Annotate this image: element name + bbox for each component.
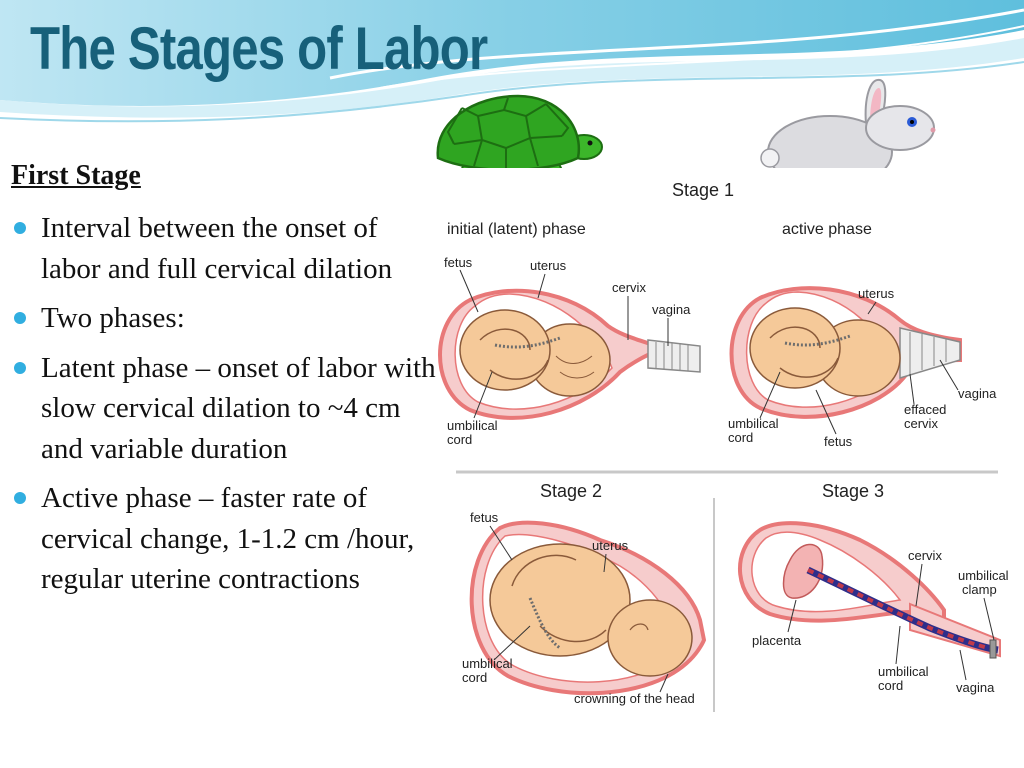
label-uterus: uterus bbox=[530, 258, 567, 273]
latent-phase-label: initial (latent) phase bbox=[447, 221, 586, 238]
bullet-list: Interval between the onset of labor and … bbox=[12, 208, 442, 609]
bullet-dot-icon bbox=[14, 492, 26, 504]
stage2-illustration bbox=[469, 520, 707, 696]
label-cervix: cervix bbox=[612, 280, 646, 295]
label-umbilical: umbilical bbox=[958, 568, 1009, 583]
header-wave bbox=[0, 0, 1024, 123]
bullet-dot-icon bbox=[14, 222, 26, 234]
labor-stages-figure: Stage 1 initial (latent) phase active ph… bbox=[438, 168, 1018, 713]
label-clamp: clamp bbox=[962, 582, 997, 597]
label-uterus: uterus bbox=[858, 286, 895, 301]
label-vagina: vagina bbox=[956, 680, 995, 695]
label-cord: cord bbox=[447, 432, 472, 447]
bullet-text: Latent phase – onset of labor with slow … bbox=[41, 351, 436, 465]
subheading-first-stage: First Stage bbox=[11, 160, 141, 191]
label-vagina: vagina bbox=[958, 386, 997, 401]
active-phase-label: active phase bbox=[782, 221, 872, 238]
bullet-dot-icon bbox=[14, 361, 26, 374]
bullet-item: Interval between the onset of labor and … bbox=[12, 208, 442, 289]
label-cord: cord bbox=[728, 430, 753, 445]
label-cervix: cervix bbox=[908, 548, 942, 563]
label-effaced: effaced bbox=[904, 402, 946, 417]
label-fetus: fetus bbox=[824, 434, 853, 449]
label-vagina: vagina bbox=[652, 302, 691, 317]
label-umbilical: umbilical bbox=[728, 416, 779, 431]
bullet-text: Active phase – faster rate of cervical c… bbox=[41, 482, 415, 595]
bullet-dot-icon bbox=[14, 312, 26, 324]
bullet-text: Two phases: bbox=[41, 302, 185, 334]
label-crowning: crowning of the head bbox=[574, 691, 695, 706]
bullet-text: Interval between the onset of labor and … bbox=[41, 212, 393, 285]
active-phase-illustration bbox=[729, 286, 962, 419]
label-fetus: fetus bbox=[444, 255, 473, 270]
stage2-heading: Stage 2 bbox=[540, 481, 602, 501]
label-effaced-cervix: cervix bbox=[904, 416, 938, 431]
label-cord: cord bbox=[878, 678, 903, 693]
bullet-item: Active phase – faster rate of cervical c… bbox=[12, 478, 442, 600]
label-umbilical: umbilical bbox=[462, 656, 513, 671]
label-umbilical: umbilical bbox=[878, 664, 929, 679]
label-fetus: fetus bbox=[470, 510, 499, 525]
label-uterus: uterus bbox=[592, 538, 629, 553]
stage1-heading: Stage 1 bbox=[672, 180, 734, 200]
label-umbilical: umbilical bbox=[447, 418, 498, 433]
stage3-illustration bbox=[738, 521, 1001, 659]
stage3-heading: Stage 3 bbox=[822, 481, 884, 501]
label-cord: cord bbox=[462, 670, 487, 685]
bullet-item: Two phases: bbox=[12, 298, 442, 339]
bullet-item: Latent phase – onset of labor with slow … bbox=[12, 348, 442, 470]
slide-title: The Stages of Labor bbox=[30, 15, 488, 82]
label-placenta: placenta bbox=[752, 633, 802, 648]
latent-phase-illustration bbox=[438, 288, 701, 420]
